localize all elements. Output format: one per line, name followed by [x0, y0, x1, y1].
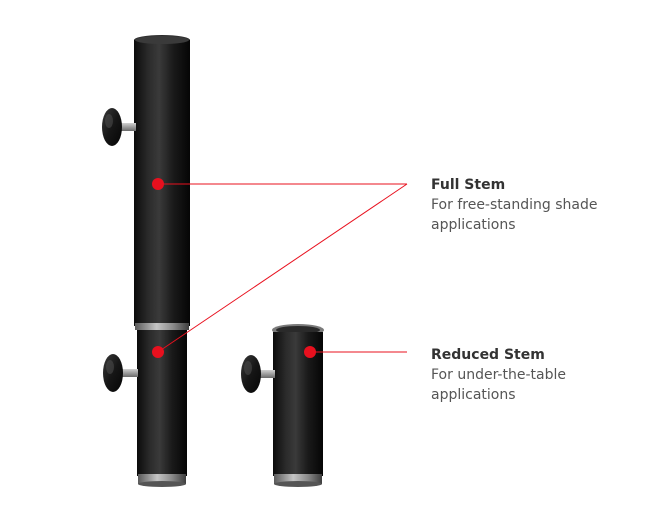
reduced-stem-tube — [273, 332, 323, 476]
full-stem-joint-collar — [135, 323, 189, 330]
reduced-stem-title: Reduced Stem — [431, 347, 545, 363]
reduced-stem-callout: Reduced Stem For under-the-table applica… — [431, 345, 631, 405]
full-stem-description: For free-standing shade applications — [431, 197, 598, 233]
full-stem-callout: Full Stem For free-standing shade applic… — [431, 175, 631, 235]
reduced-stem-bottom-collar — [274, 474, 322, 484]
full-stem-title: Full Stem — [431, 177, 506, 193]
full-stem-lower-dot — [152, 346, 164, 358]
reduced-stem-dot — [304, 346, 316, 358]
full-stem-bottom-collar — [138, 474, 186, 484]
reduced-stem-knob — [241, 355, 275, 393]
full-stem-lower-knob — [103, 354, 138, 392]
callout-lines — [157, 183, 408, 353]
full-stem — [102, 35, 190, 487]
full-stem-upper-dot — [152, 178, 164, 190]
full-stem-upper-knob — [102, 108, 136, 146]
reduced-stem — [241, 324, 324, 487]
reduced-stem-description: For under-the-table applications — [431, 367, 566, 403]
full-stem-callout-line-lower — [157, 183, 408, 353]
